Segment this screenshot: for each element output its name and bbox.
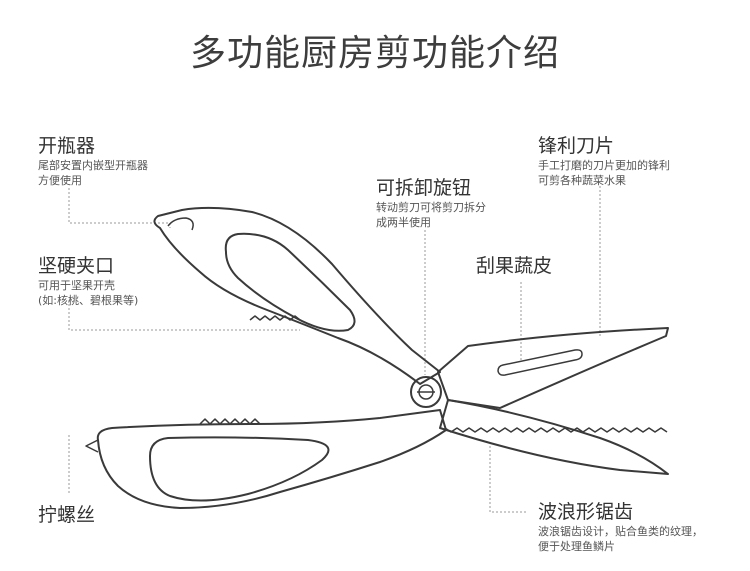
leader-serrated	[489, 446, 528, 513]
feature-knob-name: 可拆卸旋钮	[376, 177, 472, 199]
lower-handle-grip	[149, 436, 330, 502]
feature-knob-desc-1: 转动剪刀可将剪刀拆分	[376, 201, 486, 214]
screwdriver-tip	[85, 439, 99, 453]
clamp-teeth-lower	[199, 418, 261, 425]
feature-clamp-name: 坚硬夹口	[38, 255, 115, 277]
feature-bottle-opener-desc-2: 方便使用	[38, 174, 82, 187]
leader-bottle-opener	[68, 188, 171, 228]
feature-serrated-desc-1: 波浪锯齿设计，贴合鱼类的纹理，	[538, 525, 703, 538]
feature-screw: 拧螺丝	[38, 503, 95, 527]
feature-blade: 锋利刀片 手工打磨的刀片更加的锋利 可剪各种蔬菜水果	[538, 134, 670, 188]
page-title: 多功能厨房剪功能介绍	[189, 33, 560, 74]
feature-peeler-name: 刮果蔬皮	[476, 255, 553, 277]
bottle-opener-notch	[167, 217, 194, 231]
feature-serrated: 波浪形锯齿 波浪锯齿设计，贴合鱼类的纹理， 便于处理鱼鳞片	[538, 500, 703, 554]
clamp-teeth-upper	[249, 315, 301, 321]
feature-peeler: 刮果蔬皮	[476, 254, 552, 278]
feature-bottle-opener-desc-1: 尾部安置内嵌型开瓶器	[38, 159, 148, 172]
feature-clamp-desc-2: (如:核桃、碧根果等)	[38, 294, 139, 307]
feature-bottle-opener: 开瓶器 尾部安置内嵌型开瓶器 方便使用	[38, 134, 148, 188]
feature-serrated-desc-2: 便于处理鱼鳞片	[538, 540, 615, 553]
feature-blade-name: 锋利刀片	[538, 135, 615, 157]
feature-clamp: 坚硬夹口 可用于坚果开壳 (如:核桃、碧根果等)	[38, 254, 138, 308]
feature-blade-desc-2: 可剪各种蔬菜水果	[538, 174, 626, 187]
upper-handle-grip	[224, 232, 356, 332]
feature-clamp-desc-1: 可用于坚果开壳	[38, 279, 115, 292]
serration-line	[444, 427, 668, 433]
feature-bottle-opener-name: 开瓶器	[38, 135, 96, 157]
upper-blade	[437, 327, 669, 409]
peeler-slot	[497, 349, 583, 376]
upper-handle	[153, 206, 441, 385]
feature-knob-desc-2: 成两半使用	[376, 216, 431, 229]
lower-handle	[96, 409, 447, 509]
feature-knob: 可拆卸旋钮 转动剪刀可将剪刀拆分 成两半使用	[376, 176, 486, 230]
feature-serrated-name: 波浪形锯齿	[538, 501, 634, 523]
feature-blade-desc-1: 手工打磨的刀片更加的锋利	[538, 159, 670, 172]
pivot-knob-outer	[410, 376, 442, 408]
feature-screw-name: 拧螺丝	[38, 504, 96, 526]
lower-blade	[439, 399, 669, 475]
leader-clamp	[68, 300, 300, 331]
